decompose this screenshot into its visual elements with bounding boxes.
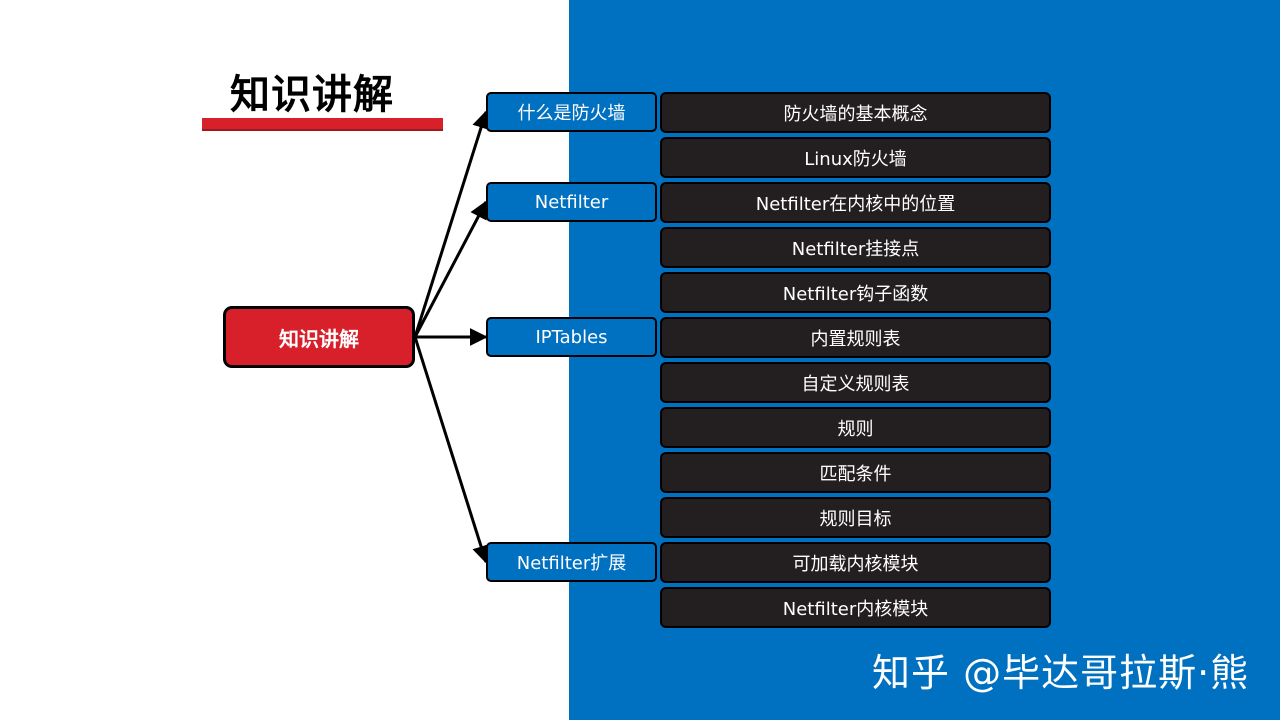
connector-1 <box>413 110 490 338</box>
item-node: 内置规则表 <box>660 317 1051 358</box>
item-node: 规则目标 <box>660 497 1051 538</box>
item-node: Netfilter钩子函数 <box>660 272 1051 313</box>
category-node-netfilter: Netfilter <box>486 182 657 222</box>
item-node: 自定义规则表 <box>660 362 1051 403</box>
item-node: Netfilter在内核中的位置 <box>660 182 1051 223</box>
item-node: 防火墙的基本概念 <box>660 92 1051 133</box>
item-node: 可加载内核模块 <box>660 542 1051 583</box>
connector-4 <box>413 336 490 564</box>
category-node-netfilter-extension: Netfilter扩展 <box>486 542 657 582</box>
slide-title: 知识讲解 <box>230 72 394 118</box>
item-node: Netfilter内核模块 <box>660 587 1051 628</box>
item-node: 规则 <box>660 407 1051 448</box>
category-node-iptables: IPTables <box>486 317 657 357</box>
root-node: 知识讲解 <box>223 306 415 368</box>
title-underline <box>202 118 443 131</box>
connector-2 <box>413 200 488 338</box>
category-node-firewall: 什么是防火墙 <box>486 92 657 132</box>
item-node: 匹配条件 <box>660 452 1051 493</box>
item-node: Linux防火墙 <box>660 137 1051 178</box>
item-node: Netfilter挂接点 <box>660 227 1051 268</box>
zhihu-watermark: 知乎 @毕达哥拉斯·熊 <box>872 651 1250 695</box>
